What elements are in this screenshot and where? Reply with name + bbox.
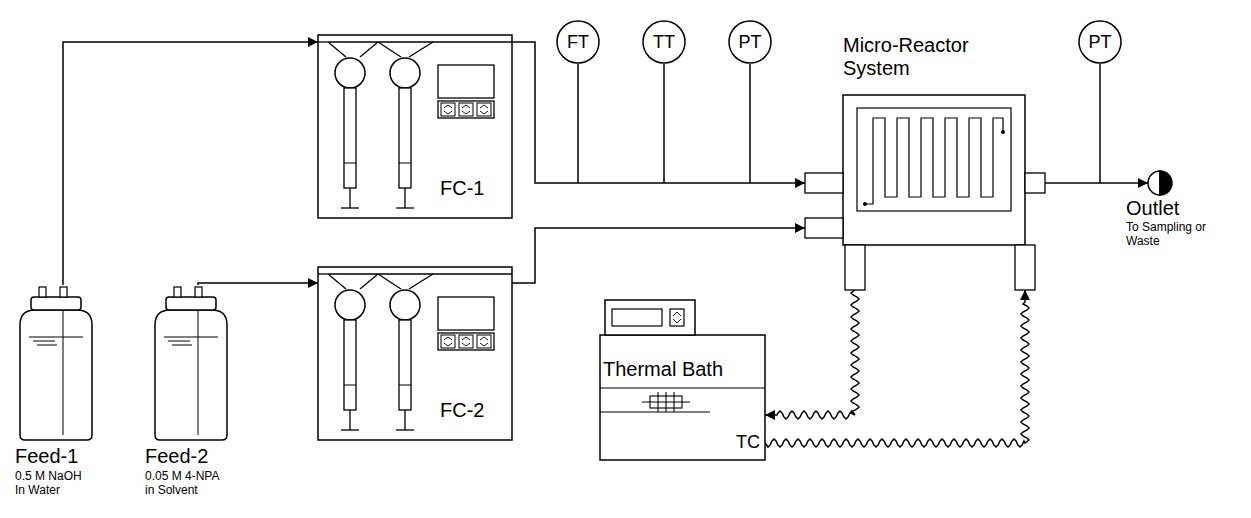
- instrument-tag: FT: [567, 32, 589, 53]
- outlet-note: To Sampling or Waste: [1126, 221, 1238, 249]
- tap-line: [749, 64, 751, 183]
- thermal-bath: Thermal BathTC: [600, 300, 765, 460]
- feed-bottle-outline: [15, 285, 105, 445]
- feed-bottle: Feed-20.05 M 4-NPA in Solvent: [150, 285, 240, 445]
- outlet-symbol-outline: [1126, 171, 1246, 195]
- bath-controller-tag: TC: [736, 432, 760, 453]
- pipe-connector: [765, 290, 859, 419]
- feed-contents: 0.05 M 4-NPA in Solvent: [145, 470, 229, 498]
- micro-reactor-outline: [805, 92, 1063, 290]
- pipe-connector: [1045, 182, 1148, 184]
- flow-controller: FC-2: [318, 267, 512, 440]
- pipe-connector: [765, 290, 1029, 447]
- reactor-title: Micro-Reactor System: [843, 34, 1028, 80]
- instrument-tag: PT: [738, 32, 761, 53]
- outlet-title: Outlet: [1126, 197, 1179, 220]
- bath-title: Thermal Bath: [603, 358, 723, 381]
- controller-tag: FC-1: [440, 177, 484, 200]
- pipe-connector: [512, 228, 805, 283]
- pipe-connector: [512, 42, 805, 183]
- feed-bottle-outline: [150, 285, 240, 445]
- feed-bottle: Feed-10.5 M NaOH In Water: [15, 285, 105, 445]
- instrument-bubble: PT: [728, 20, 772, 64]
- controller-tag: FC-2: [440, 399, 484, 422]
- micro-reactor: Micro-Reactor System: [805, 92, 1063, 290]
- tap-line: [577, 64, 579, 183]
- instrument-bubble: PT: [1078, 20, 1122, 64]
- tap-line: [663, 64, 665, 183]
- flow-controller: FC-1: [318, 35, 512, 218]
- instrument-tag: PT: [1088, 32, 1111, 53]
- tap-line: [1099, 64, 1101, 183]
- instrument-tag: TT: [653, 32, 675, 53]
- pipe-connector: [198, 283, 318, 285]
- feed-name: Feed-2: [145, 445, 208, 468]
- outlet-symbol: OutletTo Sampling or Waste: [1126, 171, 1246, 195]
- feed-name: Feed-1: [15, 445, 78, 468]
- instrument-bubble: TT: [642, 20, 686, 64]
- feed-contents: 0.5 M NaOH In Water: [15, 470, 95, 498]
- instrument-bubble: FT: [556, 20, 600, 64]
- pipe-connector: [63, 42, 318, 285]
